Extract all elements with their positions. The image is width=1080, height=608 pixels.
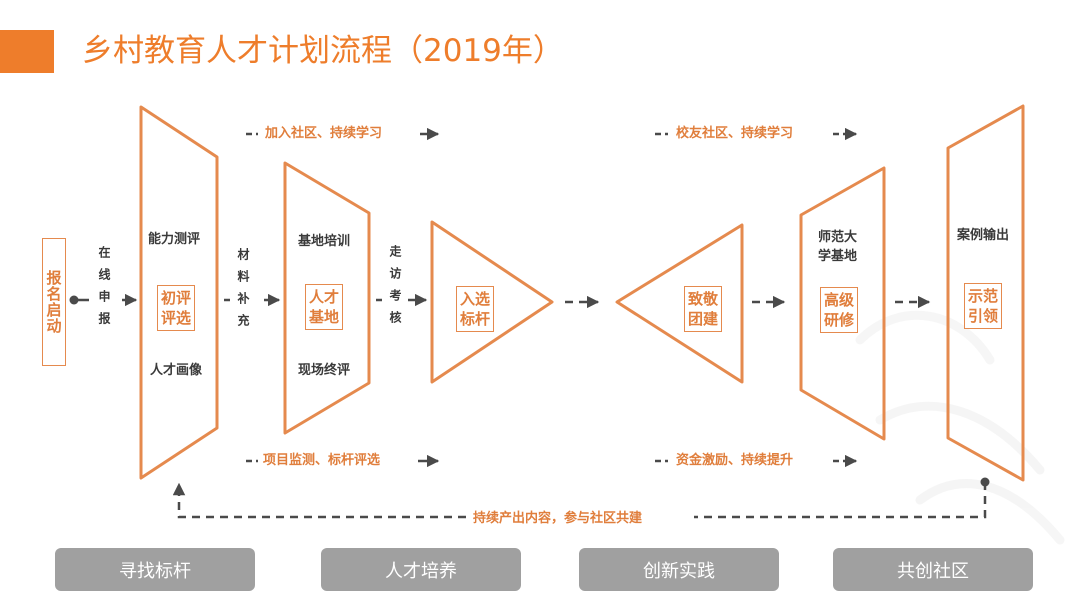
stage-select-center-line2: 标杆 [460,310,491,328]
stage-base-shape [283,161,371,435]
stage-demo-top-label: 案例输出 [957,228,1010,243]
flow-bottom-left-label: 项目监测、标杆评选 [263,453,381,468]
feedback-loop-line-right [694,482,987,519]
stage-advanced-top-label: 师范大 学基地 [818,228,857,266]
stage-advanced-center: 高级 研修 [820,287,859,333]
stage-advanced-shape [799,166,886,441]
stage-demo-shape [946,104,1025,482]
stage-base-center-line1: 人才 [309,288,340,306]
stage-base-top-label: 基地培训 [298,234,351,249]
stage-initial-center: 初评 评选 [157,285,196,331]
stage-team-center-line2: 团建 [688,310,719,328]
stage-select-shape [430,220,554,384]
stage-initial-center-line1: 初评 [161,289,192,307]
materials-supplement-label: 材料补充 [236,248,250,336]
feedback-origin-dot [980,477,990,487]
online-apply-label: 在线申报 [97,246,111,334]
stage-advanced-center-line2: 研修 [824,311,855,329]
phase-pill-practice: 创新实践 [579,548,779,591]
stage-initial-shape [139,105,219,480]
feedback-loop-label: 持续产出内容，参与社区共建 [473,511,643,526]
stage-base-bottom-label: 现场终评 [298,363,351,378]
stage-advanced-top-line1: 师范大 [818,230,858,245]
phase-pill-community: 共创社区 [833,548,1033,591]
start-dot [69,295,79,305]
phase-pill-find: 寻找标杆 [55,548,255,591]
title-accent-bar [0,30,54,73]
background-watermark [855,310,1065,545]
stage-demo-center-line2: 引领 [968,307,999,325]
stage-base-center-line2: 基地 [309,308,340,326]
visit-assess-label: 走访考核 [388,245,402,333]
stage-initial-top-label: 能力测评 [148,232,201,247]
stage-team-shape [615,223,744,384]
feedback-loop-line-left [172,482,466,519]
stage-demo-center: 示范 引领 [964,283,1003,329]
flow-bottom-right-label: 资金激励、持续提升 [676,453,794,468]
stage-base-center: 人才 基地 [305,284,344,330]
page-title: 乡村教育人才计划流程（2019年） [82,33,564,69]
stage-select-center-line1: 入选 [460,290,491,308]
flow-top-right-label: 校友社区、持续学习 [676,126,794,141]
stage-team-center: 致敬 团建 [684,286,723,332]
start-registration-box: 报名启动 [42,238,66,366]
flow-top-left-label: 加入社区、持续学习 [265,126,383,141]
stage-demo-center-line1: 示范 [968,287,999,305]
stage-initial-center-line2: 评选 [161,309,192,327]
phase-pill-cultivate: 人才培养 [321,548,521,591]
stage-advanced-center-line1: 高级 [824,291,855,309]
stage-select-center: 入选 标杆 [456,286,495,332]
stage-advanced-top-line2: 学基地 [818,249,858,264]
stage-initial-bottom-label: 人才画像 [150,363,203,378]
stage-team-center-line1: 致敬 [688,290,719,308]
